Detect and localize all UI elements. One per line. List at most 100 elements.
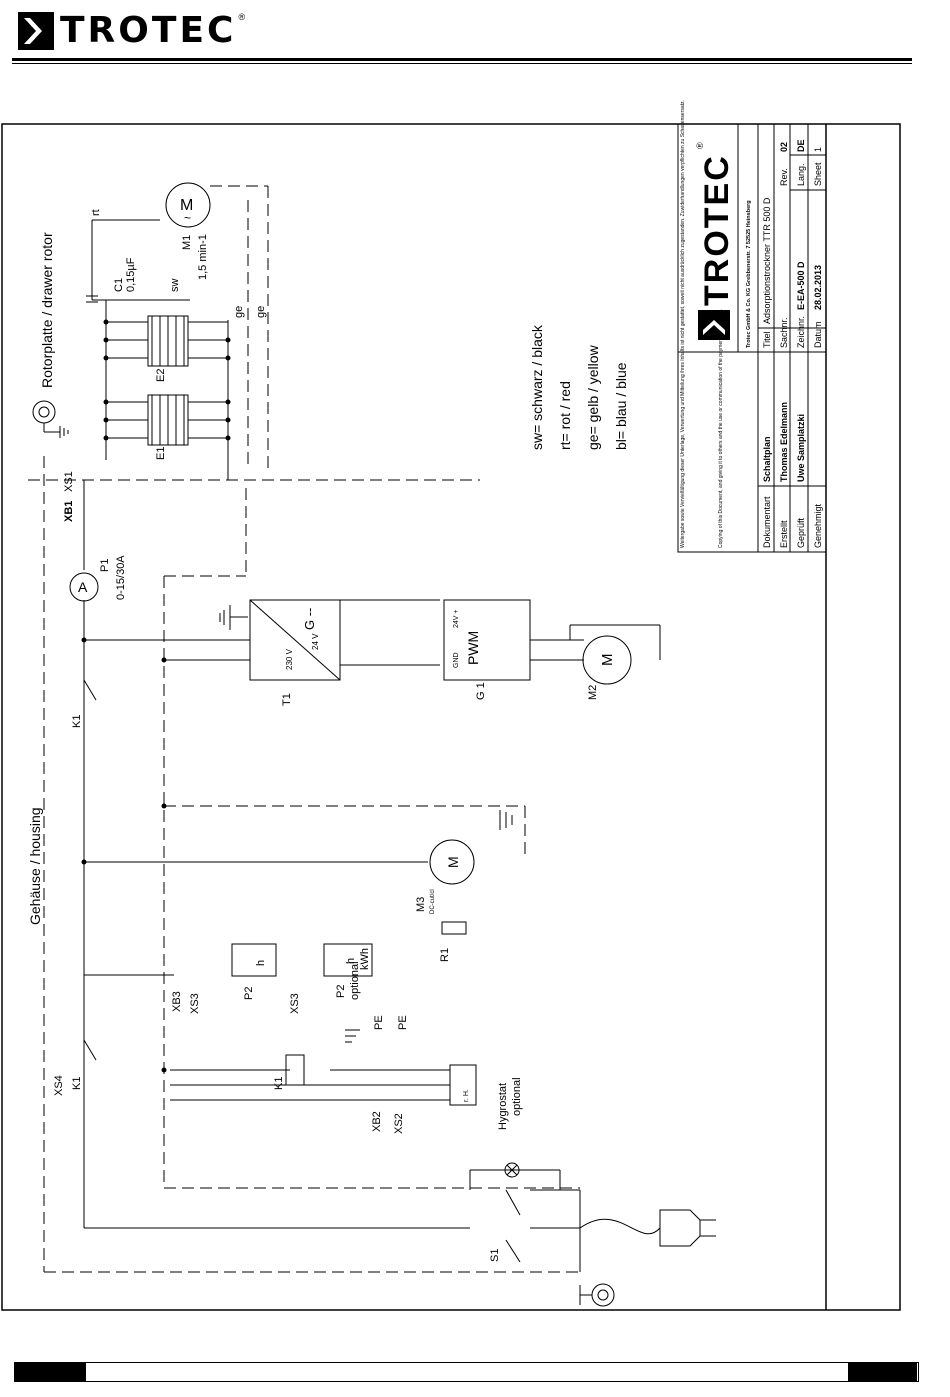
potentiometer-r1 xyxy=(441,921,467,935)
transformer-t1 xyxy=(249,599,341,681)
notice-text-de: Weitergabe sowie Vervielfältigung dieser… xyxy=(680,100,686,548)
footer-bar xyxy=(14,1362,919,1382)
xs4-label: XS4 xyxy=(53,1075,65,1096)
footer-block-left xyxy=(14,1362,86,1382)
motor-m2 xyxy=(582,635,632,685)
xs3-label: XS3 xyxy=(189,993,201,1014)
tb-geprueft-value: Uwe Samplatzki xyxy=(796,414,806,482)
tb-dokumentart-label: Dokumentart xyxy=(762,496,772,548)
motor-m1 xyxy=(165,182,211,228)
svg-text:®: ® xyxy=(695,142,705,149)
xb1-label: XB1 xyxy=(63,501,75,522)
tb-geprueft-label: Geprüft xyxy=(796,517,806,548)
tb-lang-label: Lang. xyxy=(796,163,806,186)
housing-section-label: Gehäuse / housing xyxy=(27,807,43,925)
m2-label: M2 xyxy=(587,685,599,700)
hygrostat xyxy=(449,1064,477,1106)
tb-rev-value: 02 xyxy=(779,142,789,152)
e2-label: E2 xyxy=(155,369,167,382)
e1-label: E1 xyxy=(155,447,167,460)
hygrostat-label: Hygrostat xyxy=(497,1083,509,1130)
wire-ge1: ge xyxy=(233,306,245,318)
pwm-symbol: PWM xyxy=(465,631,481,665)
tb-titel-value: Adsorptionstrockner TTR 500 D xyxy=(762,197,772,324)
brand-name: TROTEC xyxy=(60,10,237,51)
registered-mark: ® xyxy=(238,12,246,22)
xb2-label: XB2 xyxy=(371,1111,383,1132)
tb-genehmigt-label: Genehmigt xyxy=(813,503,823,548)
notice-text-en: Copying of this Document, and giving it … xyxy=(718,309,724,548)
k1-label-1: K1 xyxy=(71,715,83,728)
indicator-lamp xyxy=(504,1162,520,1178)
legend-sw: sw= schwarz / black xyxy=(529,324,545,450)
pwm-g1 xyxy=(443,599,531,681)
tb-zeichnr-label: Zeichnr. xyxy=(796,316,806,348)
p2-label-a: P2 xyxy=(243,987,255,1000)
tb-dokumentart-value: Schaltplan xyxy=(762,436,772,482)
pwm-gnd: GND xyxy=(453,652,460,668)
junction-dots xyxy=(81,319,231,1073)
tb-titel-label: Titel xyxy=(762,331,772,348)
tb-datum-value: 28.02.2013 xyxy=(813,265,823,310)
drawing-frame xyxy=(1,123,901,1311)
ammeter-p1 xyxy=(69,572,99,602)
tb-erstellt-label: Erstellt xyxy=(779,520,789,548)
title-block-logo-text: TROTEC xyxy=(698,154,736,306)
r1-label: R1 xyxy=(439,948,451,962)
t1-label: T1 xyxy=(281,693,293,706)
tb-sheet-label: Sheet xyxy=(813,162,823,186)
m1-label: M1 xyxy=(181,235,193,250)
pe-label-1: PE xyxy=(373,1015,385,1030)
ground-symbols xyxy=(32,400,615,1307)
rotor-section-label: Rotorplatte / drawer rotor xyxy=(39,232,55,388)
p1-range: 0-15/30A xyxy=(115,555,127,600)
kwh-meter-unit: kWh xyxy=(359,948,371,970)
header-rule-thin xyxy=(12,63,912,64)
wire-sw: sw xyxy=(169,279,181,293)
page-header: TROTEC ® xyxy=(0,0,950,70)
m1-speed: 1,5 min-1 xyxy=(197,234,209,280)
logo-mark-icon xyxy=(18,12,54,50)
tb-sheet-value: 1 xyxy=(813,147,823,152)
t1-dc-symbol: G -- xyxy=(302,608,317,630)
xs2-label: XS2 xyxy=(393,1113,405,1134)
tb-datum-label: Datum xyxy=(813,321,823,348)
tb-erstellt-value: Thomas Edelmann xyxy=(779,402,789,482)
t1-24v: 24 V xyxy=(311,633,320,650)
components xyxy=(69,182,716,1263)
trotec-logo: TROTEC ® xyxy=(18,12,245,50)
c1-label: C1 xyxy=(113,278,125,292)
kwh-meter-h: h xyxy=(345,958,357,964)
tb-lang-value: DE xyxy=(796,139,806,152)
tb-zeichnr-value: E-EA-500 D xyxy=(796,261,806,310)
wire-rt: rt xyxy=(90,209,102,216)
hour-meter-h: h xyxy=(255,960,267,966)
company-address: Trotec GmbH & Co. KG Grebbenerstr. 7 525… xyxy=(746,200,752,348)
motor-m3 xyxy=(429,839,475,885)
wire-ge2: ge xyxy=(255,306,267,318)
legend-bl: bl= blau / blue xyxy=(613,362,629,450)
hygrostat-optional: optional xyxy=(511,1077,523,1116)
m2-symbol: M xyxy=(599,654,616,667)
p2-optional: optional xyxy=(349,961,361,1000)
m3-sub: DC-cut/cl xyxy=(430,889,436,914)
m1-tilde: ~ xyxy=(184,211,191,225)
k1-label-2: K1 xyxy=(71,1077,83,1090)
s1-label: S1 xyxy=(489,1249,501,1262)
legend-rt: rt= rot / red xyxy=(557,381,573,450)
m3-label: M3 xyxy=(415,897,427,912)
title-block: Weitergabe sowie Vervielfältigung dieser… xyxy=(677,100,827,553)
m1-symbol: M xyxy=(180,197,193,214)
power-cord xyxy=(579,1218,661,1235)
k1-label-3: K1 xyxy=(273,1077,285,1090)
ammeter-symbol: A xyxy=(78,579,88,595)
g1-label: G 1 xyxy=(475,682,487,700)
tb-sachnr-label: Sachnr. xyxy=(779,317,789,348)
xb3-label: XB3 xyxy=(171,991,183,1012)
xs3b-label: XS3 xyxy=(289,993,301,1014)
p2-label-b: P2 xyxy=(335,985,347,998)
relay-k1 xyxy=(285,1054,305,1086)
c1-value: 0,15µF xyxy=(125,257,137,292)
t1-230v: 230 V xyxy=(285,648,294,670)
